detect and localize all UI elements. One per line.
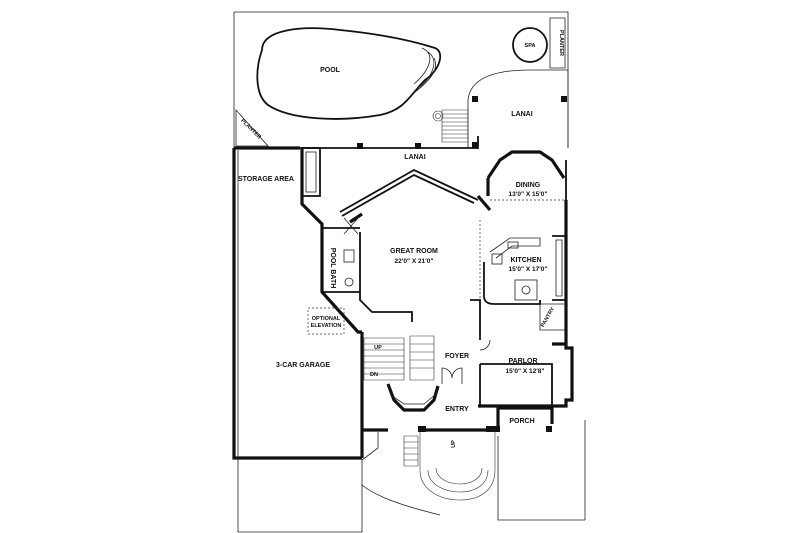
optional-elevation-line1: OPTIONAL bbox=[312, 316, 341, 322]
pantry-label: PANTRY bbox=[540, 306, 556, 328]
storage-label: STORAGE AREA bbox=[238, 176, 294, 183]
lanai-stairs bbox=[432, 109, 469, 143]
lanai-main: LANAI bbox=[357, 143, 426, 161]
great-room-dims: 22'0" X 21'0" bbox=[395, 258, 434, 265]
great-room-label: GREAT ROOM bbox=[390, 248, 438, 255]
planter-top-label: PLANTER bbox=[558, 30, 564, 56]
lanai-upper-label: LANAI bbox=[511, 111, 532, 118]
foyer-label: FOYER bbox=[445, 353, 469, 360]
front-steps: UP bbox=[403, 426, 496, 501]
dining-label: DINING bbox=[516, 182, 541, 189]
spa: SPA bbox=[512, 27, 548, 63]
pool: POOL bbox=[256, 27, 442, 120]
great-room: GREAT ROOM 22'0" X 21'0" bbox=[339, 168, 492, 340]
garage-label: 3-CAR GARAGE bbox=[276, 362, 330, 369]
lanai-upper: LANAI bbox=[467, 69, 569, 148]
kitchen-label: KITCHEN bbox=[510, 257, 541, 264]
spa-label: SPA bbox=[525, 43, 536, 49]
kitchen: KITCHEN 15'0" X 17'0" bbox=[483, 235, 567, 305]
parlor-label: PARLOR bbox=[508, 358, 537, 365]
planter-top: PLANTER bbox=[549, 17, 566, 69]
storage-area: STORAGE AREA bbox=[238, 147, 321, 197]
porch-label: PORCH bbox=[509, 418, 534, 425]
optional-elevation: OPTIONAL ELEVATION bbox=[307, 307, 345, 335]
kitchen-dims: 15'0" X 17'0" bbox=[509, 266, 548, 273]
optional-elevation-line2: ELEVATION bbox=[311, 323, 342, 329]
planter-left-label: PLANTER bbox=[239, 118, 262, 141]
entry-label: ENTRY bbox=[445, 406, 469, 413]
pool-label: POOL bbox=[320, 67, 341, 74]
parlor-dims: 15'0" X 12'8" bbox=[506, 368, 545, 375]
interior-stairs: UP DN bbox=[363, 335, 435, 381]
dining-dims: 13'0" X 15'0" bbox=[509, 191, 548, 198]
pool-bath-label: POOL BATH bbox=[329, 248, 336, 289]
dining: DINING 13'0" X 15'0" bbox=[490, 182, 564, 201]
planter-left: PLANTER bbox=[235, 108, 269, 147]
stair-dn-left: DN bbox=[370, 372, 378, 378]
pool-bath: POOL BATH bbox=[322, 217, 360, 293]
stair-up-left: UP bbox=[374, 345, 382, 351]
entry-turret: ENTRY bbox=[386, 383, 469, 413]
porch: PORCH bbox=[494, 418, 552, 432]
parlor: PARLOR 15'0" X 12'8" bbox=[479, 358, 553, 406]
garage: 3-CAR GARAGE bbox=[276, 362, 330, 369]
pantry: PANTRY bbox=[539, 303, 566, 331]
stair-up-entry: UP bbox=[451, 440, 457, 448]
lanai-main-label: LANAI bbox=[404, 154, 425, 161]
foyer: FOYER bbox=[441, 339, 491, 384]
house-walls bbox=[232, 136, 574, 460]
